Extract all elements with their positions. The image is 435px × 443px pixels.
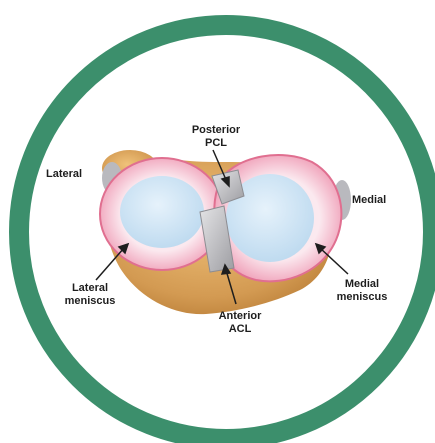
anterior-label: Anterior ACL [210, 310, 270, 336]
medial-label-text: Medial [352, 194, 386, 207]
lateral-label-text: Lateral [46, 168, 82, 181]
anterior-label-line2: ACL [210, 323, 270, 336]
medial-label: Medial [352, 194, 386, 207]
lateral-meniscus-label-line2: meniscus [60, 295, 120, 308]
anterior-label-line1: Anterior [210, 310, 270, 323]
posterior-label: Posterior PCL [186, 124, 246, 150]
posterior-label-line2: PCL [186, 137, 246, 150]
lateral-cartilage [120, 176, 204, 248]
medial-meniscus-label-line2: meniscus [330, 291, 394, 304]
medial-meniscus-label: Medial meniscus [330, 278, 394, 304]
lateral-meniscus-label-line1: Lateral [60, 282, 120, 295]
posterior-label-line1: Posterior [186, 124, 246, 137]
medial-meniscus-label-line1: Medial [330, 278, 394, 291]
lateral-meniscus-label: Lateral meniscus [60, 282, 120, 308]
lateral-label: Lateral [46, 168, 82, 181]
